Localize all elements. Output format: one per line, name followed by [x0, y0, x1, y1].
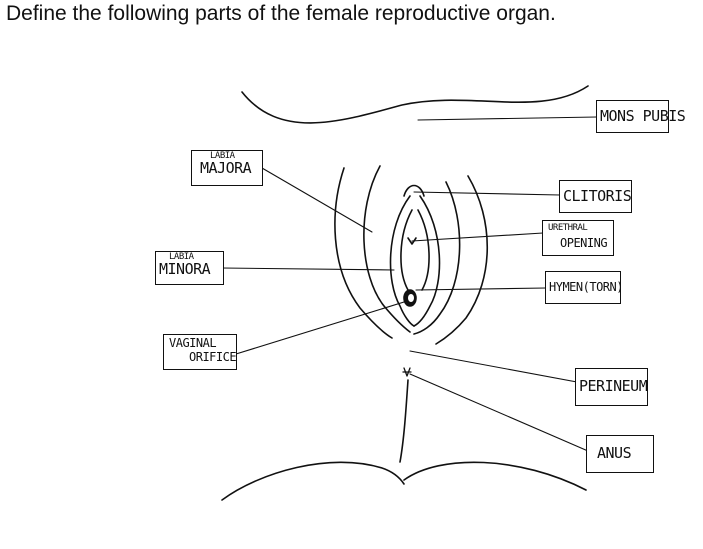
leader-vaginal-orifice [235, 301, 405, 355]
inner-fold-left [400, 209, 413, 291]
mons-pubis-outline [241, 85, 589, 124]
clitoral-hood [403, 184, 425, 197]
label-labia-majora: LABIA MAJORA [191, 150, 263, 186]
label-vaginal-orifice-line1: VAGINAL [169, 336, 217, 350]
label-hymen-text: HYMEN(TORN) [549, 280, 623, 294]
label-labia-majora-line2: MAJORA [200, 159, 252, 177]
leader-anus [409, 373, 589, 452]
leader-hymen [415, 287, 547, 291]
right-buttock [403, 461, 587, 491]
labia-minora-right [413, 195, 441, 327]
leader-labia-majora [261, 167, 373, 233]
label-vaginal-orifice: VAGINAL ORIFICE [163, 334, 237, 370]
left-thigh-outline [334, 167, 393, 339]
label-hymen: HYMEN(TORN) [545, 271, 623, 304]
label-labia-minora-line1: LABIA [169, 252, 194, 262]
label-anus: ANUS [586, 435, 654, 473]
hymen-shape [408, 294, 414, 302]
label-mons-pubis-text: MONS PUBIS [600, 107, 686, 125]
leader-perineum [409, 350, 578, 383]
leader-mons-pubis [417, 116, 598, 121]
labia-minora-left [389, 195, 415, 327]
label-labia-minora-line2: MINORA [159, 260, 211, 278]
urethral-mark [407, 237, 417, 245]
label-labia-minora: LABIA MINORA [155, 251, 224, 285]
label-clitoris-text: CLITORIS [563, 187, 632, 205]
leader-clitoris [413, 191, 561, 196]
label-urethral-opening: URETHRAL OPENING [542, 220, 614, 256]
leader-labia-minora [221, 267, 395, 271]
label-perineum: PERINEUM [575, 368, 648, 406]
label-urethral-opening-line2: OPENING [560, 236, 608, 250]
gluteal-cleft [399, 379, 409, 463]
left-buttock [221, 461, 405, 501]
inner-fold-right [417, 209, 430, 291]
label-urethral-opening-line1: URETHRAL [548, 223, 588, 233]
label-vaginal-orifice-line2: ORIFICE [189, 350, 237, 364]
label-mons-pubis: MONS PUBIS [596, 100, 686, 133]
label-labia-majora-line1: LABIA [210, 151, 235, 161]
labia-majora-left [363, 165, 411, 333]
anus-mark [402, 367, 412, 377]
labia-majora-right [413, 181, 461, 335]
right-thigh-outline [435, 175, 488, 345]
leader-urethral-opening [411, 232, 544, 242]
label-clitoris: CLITORIS [559, 180, 632, 213]
label-anus-text: ANUS [597, 444, 632, 462]
label-perineum-text: PERINEUM [579, 377, 648, 395]
page-title: Define the following parts of the female… [6, 2, 556, 25]
